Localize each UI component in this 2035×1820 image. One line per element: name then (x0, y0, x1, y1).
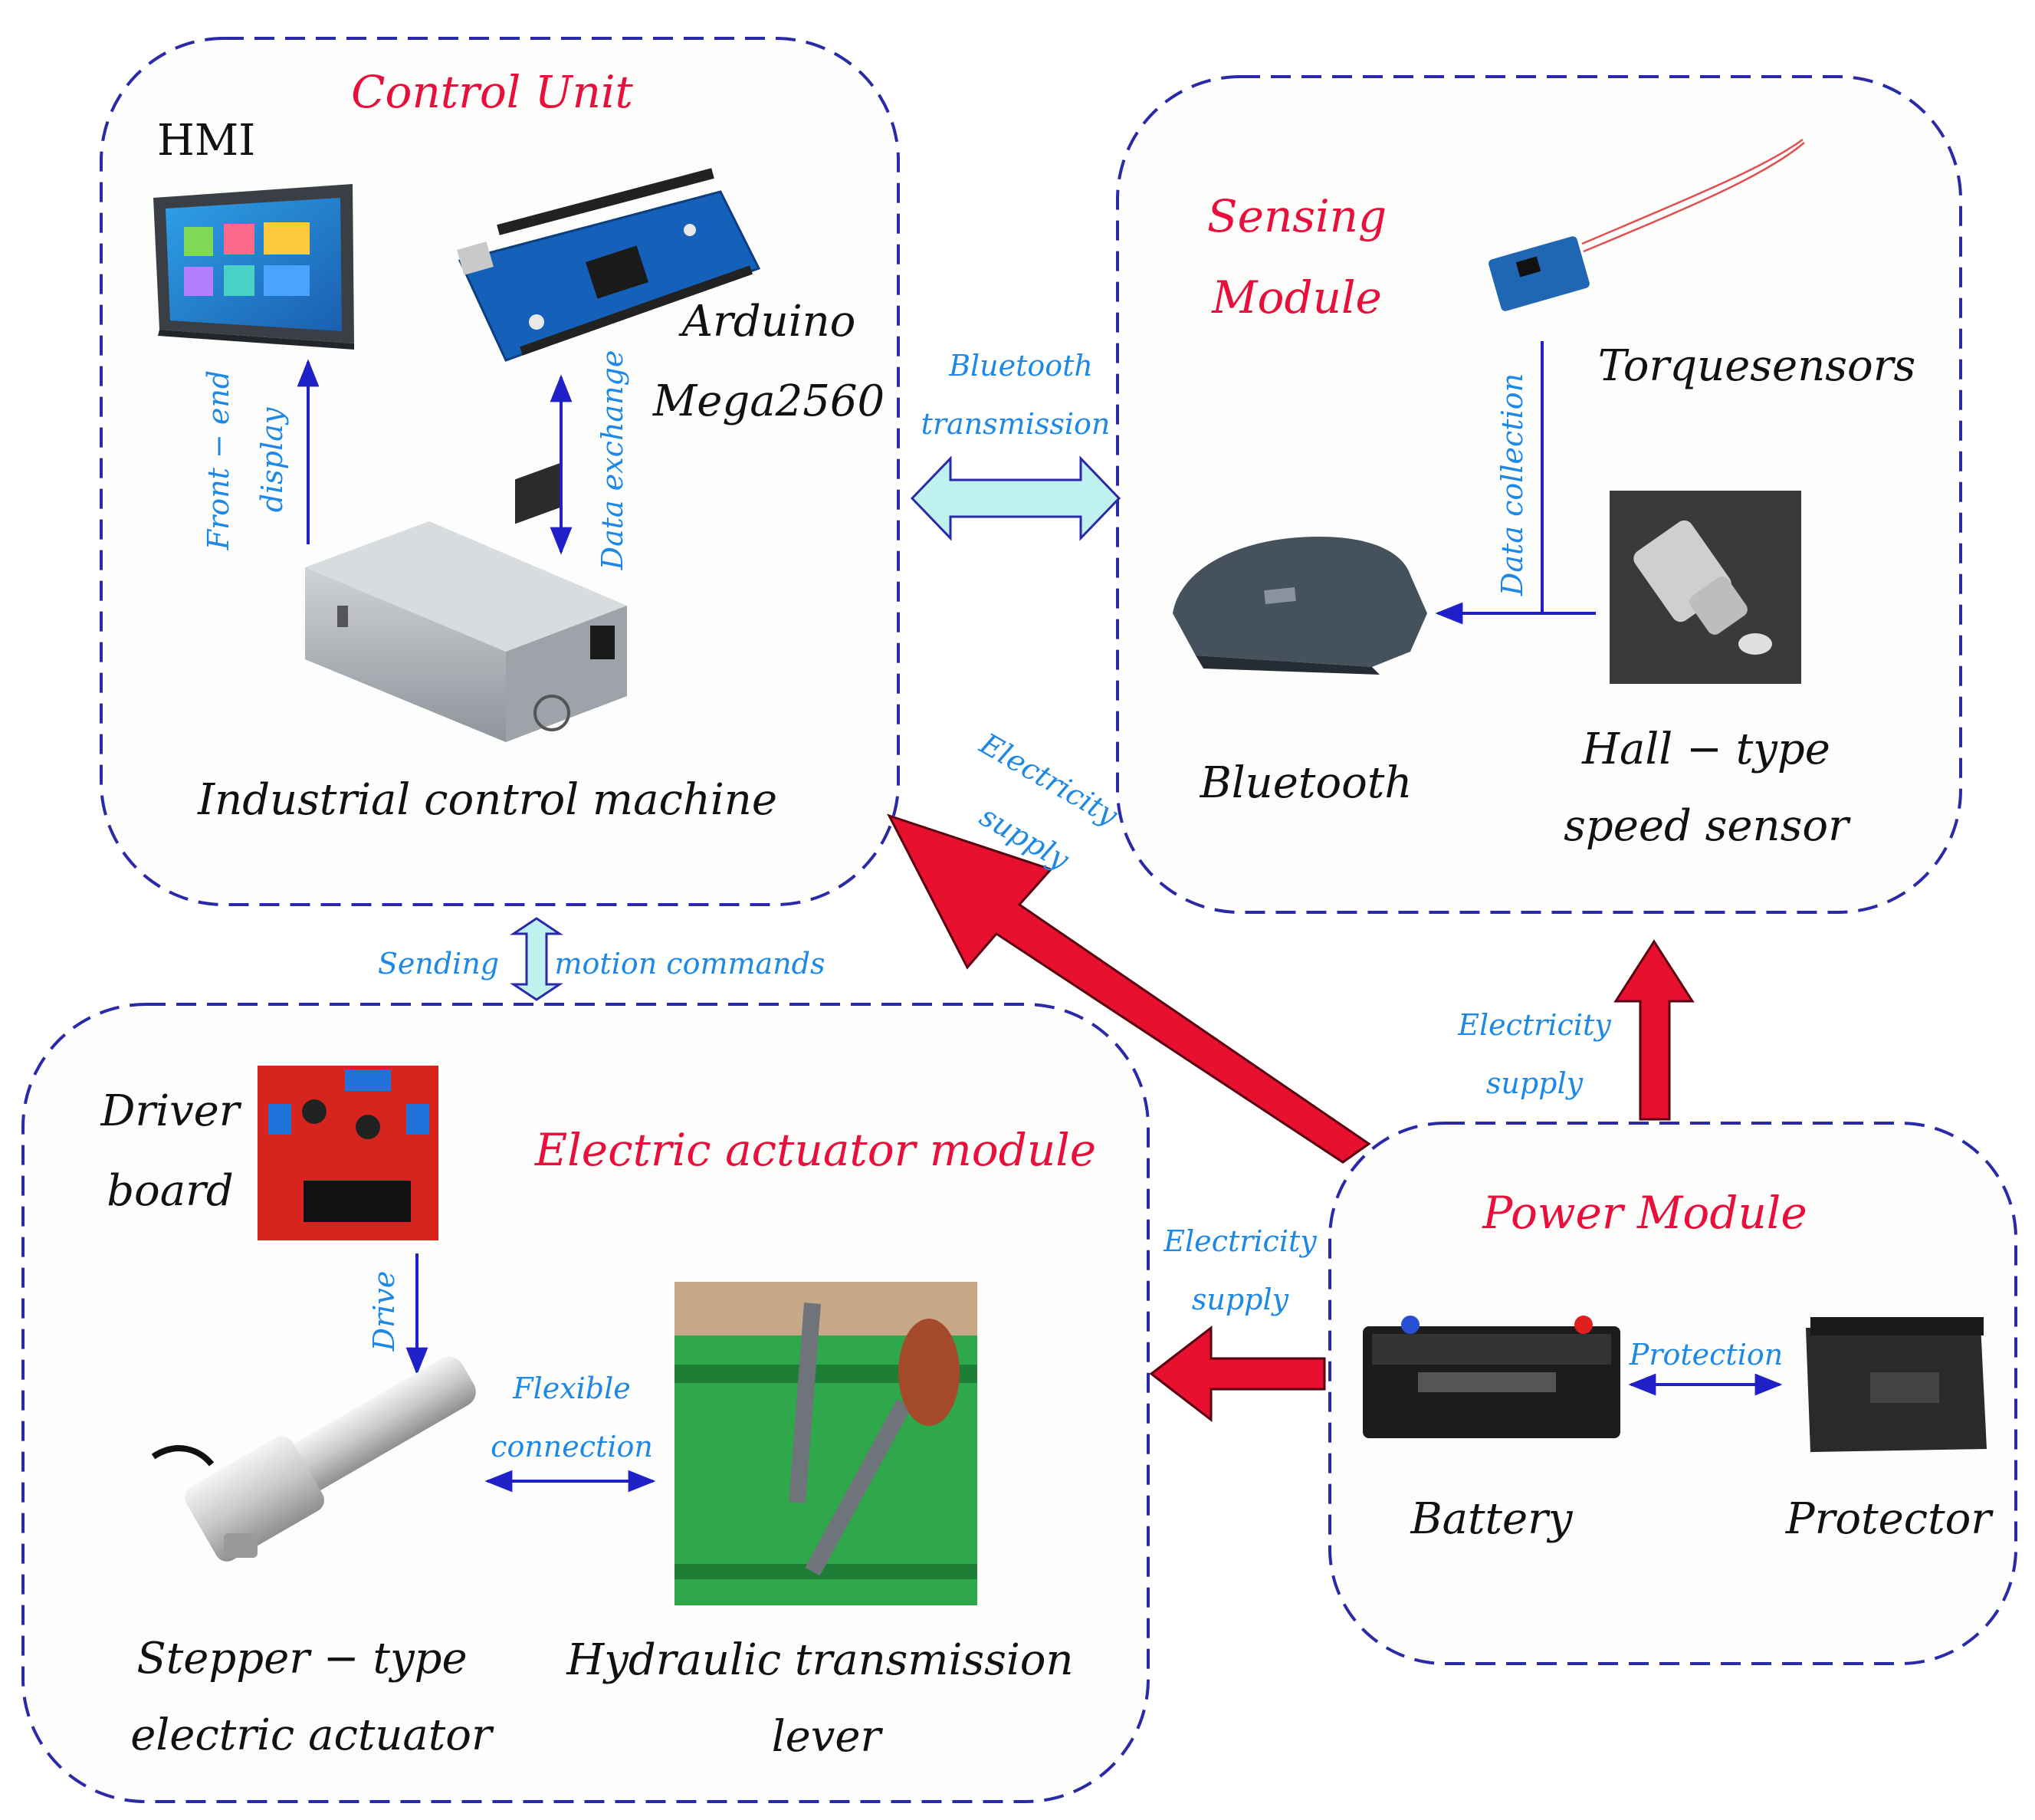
sensing-module-box (1116, 75, 1962, 914)
protector-icon (1806, 1317, 1987, 1452)
flexible-connection-label-line2: connection (491, 1430, 653, 1464)
front-end-display-label-line2: display (255, 407, 289, 512)
supply-sensing-label-line1: Electricity (1457, 1008, 1611, 1042)
hmi-screen-icon (153, 184, 354, 350)
arduino-board-icon (457, 168, 761, 362)
motion-commands-label-left: Sending (378, 947, 499, 981)
supply-actuator-label-line1: Electricity (1163, 1224, 1317, 1258)
hall-sensor-icon (1610, 491, 1801, 684)
motion-commands-arrow (510, 917, 563, 1001)
power-to-control-arrow (886, 813, 1371, 1164)
stepper-actuator-label-line2: electric actuator (130, 1710, 494, 1760)
protector-label: Protector (1785, 1494, 1994, 1544)
bluetooth-module-icon (1173, 537, 1427, 675)
control-unit-title: Control Unit (351, 66, 633, 118)
bluetooth-label: Bluetooth (1200, 758, 1413, 808)
power-to-actuator-arrow (1149, 1325, 1326, 1423)
sensing-module-title-line1: Sensing (1207, 190, 1387, 242)
front-end-display-label-line1: Front − end (202, 370, 235, 550)
torque-sensor-label: Torquesensors (1598, 341, 1915, 391)
linear-actuator-icon (151, 1356, 476, 1562)
data-collection-label: Data collection (1495, 373, 1529, 596)
driver-board-label-line1: Driver (100, 1086, 241, 1136)
industrial-pc-label: Industrial control machine (197, 775, 777, 825)
driver-board-label-line2: board (107, 1166, 234, 1216)
stepper-actuator-label-line1: Stepper − type (136, 1634, 467, 1684)
battery-icon (1363, 1316, 1620, 1438)
hydraulic-lever-icon (675, 1282, 977, 1605)
hall-sensor-label-line2: speed sensor (1564, 801, 1851, 851)
arduino-label-line2: Mega2560 (652, 376, 885, 426)
drive-label: Drive (367, 1271, 401, 1352)
motion-commands-label-right: motion commands (555, 947, 825, 981)
battery-label: Battery (1410, 1494, 1573, 1544)
power-to-sensing-arrow (1613, 939, 1695, 1121)
protection-label: Protection (1629, 1338, 1783, 1372)
hall-sensor-label-line1: Hall − type (1581, 724, 1830, 774)
torque-sensor-icon (1489, 138, 1805, 311)
data-exchange-label: Data exchange (596, 350, 629, 571)
flexible-connection-label-line1: Flexible (512, 1372, 631, 1405)
actuator-module-title: Electric actuator module (534, 1124, 1096, 1176)
bluetooth-transmission-label-line2: transmission (921, 407, 1111, 441)
driver-board-icon (258, 1066, 438, 1240)
arduino-label-line1: Arduino (678, 297, 856, 347)
industrial-pc-icon (305, 463, 627, 742)
supply-actuator-label-line2: supply (1192, 1283, 1289, 1316)
power-module-title: Power Module (1482, 1187, 1807, 1239)
sensing-module-title-line2: Module (1211, 271, 1382, 324)
hydraulic-lever-label-line1: Hydraulic transmission (566, 1635, 1073, 1685)
bluetooth-transmission-label-line1: Bluetooth (948, 349, 1093, 383)
hmi-label: HMI (157, 116, 255, 166)
supply-sensing-label-line2: supply (1486, 1066, 1584, 1100)
bluetooth-transmission-arrow (910, 455, 1121, 541)
hydraulic-lever-label-line2: lever (772, 1712, 884, 1762)
